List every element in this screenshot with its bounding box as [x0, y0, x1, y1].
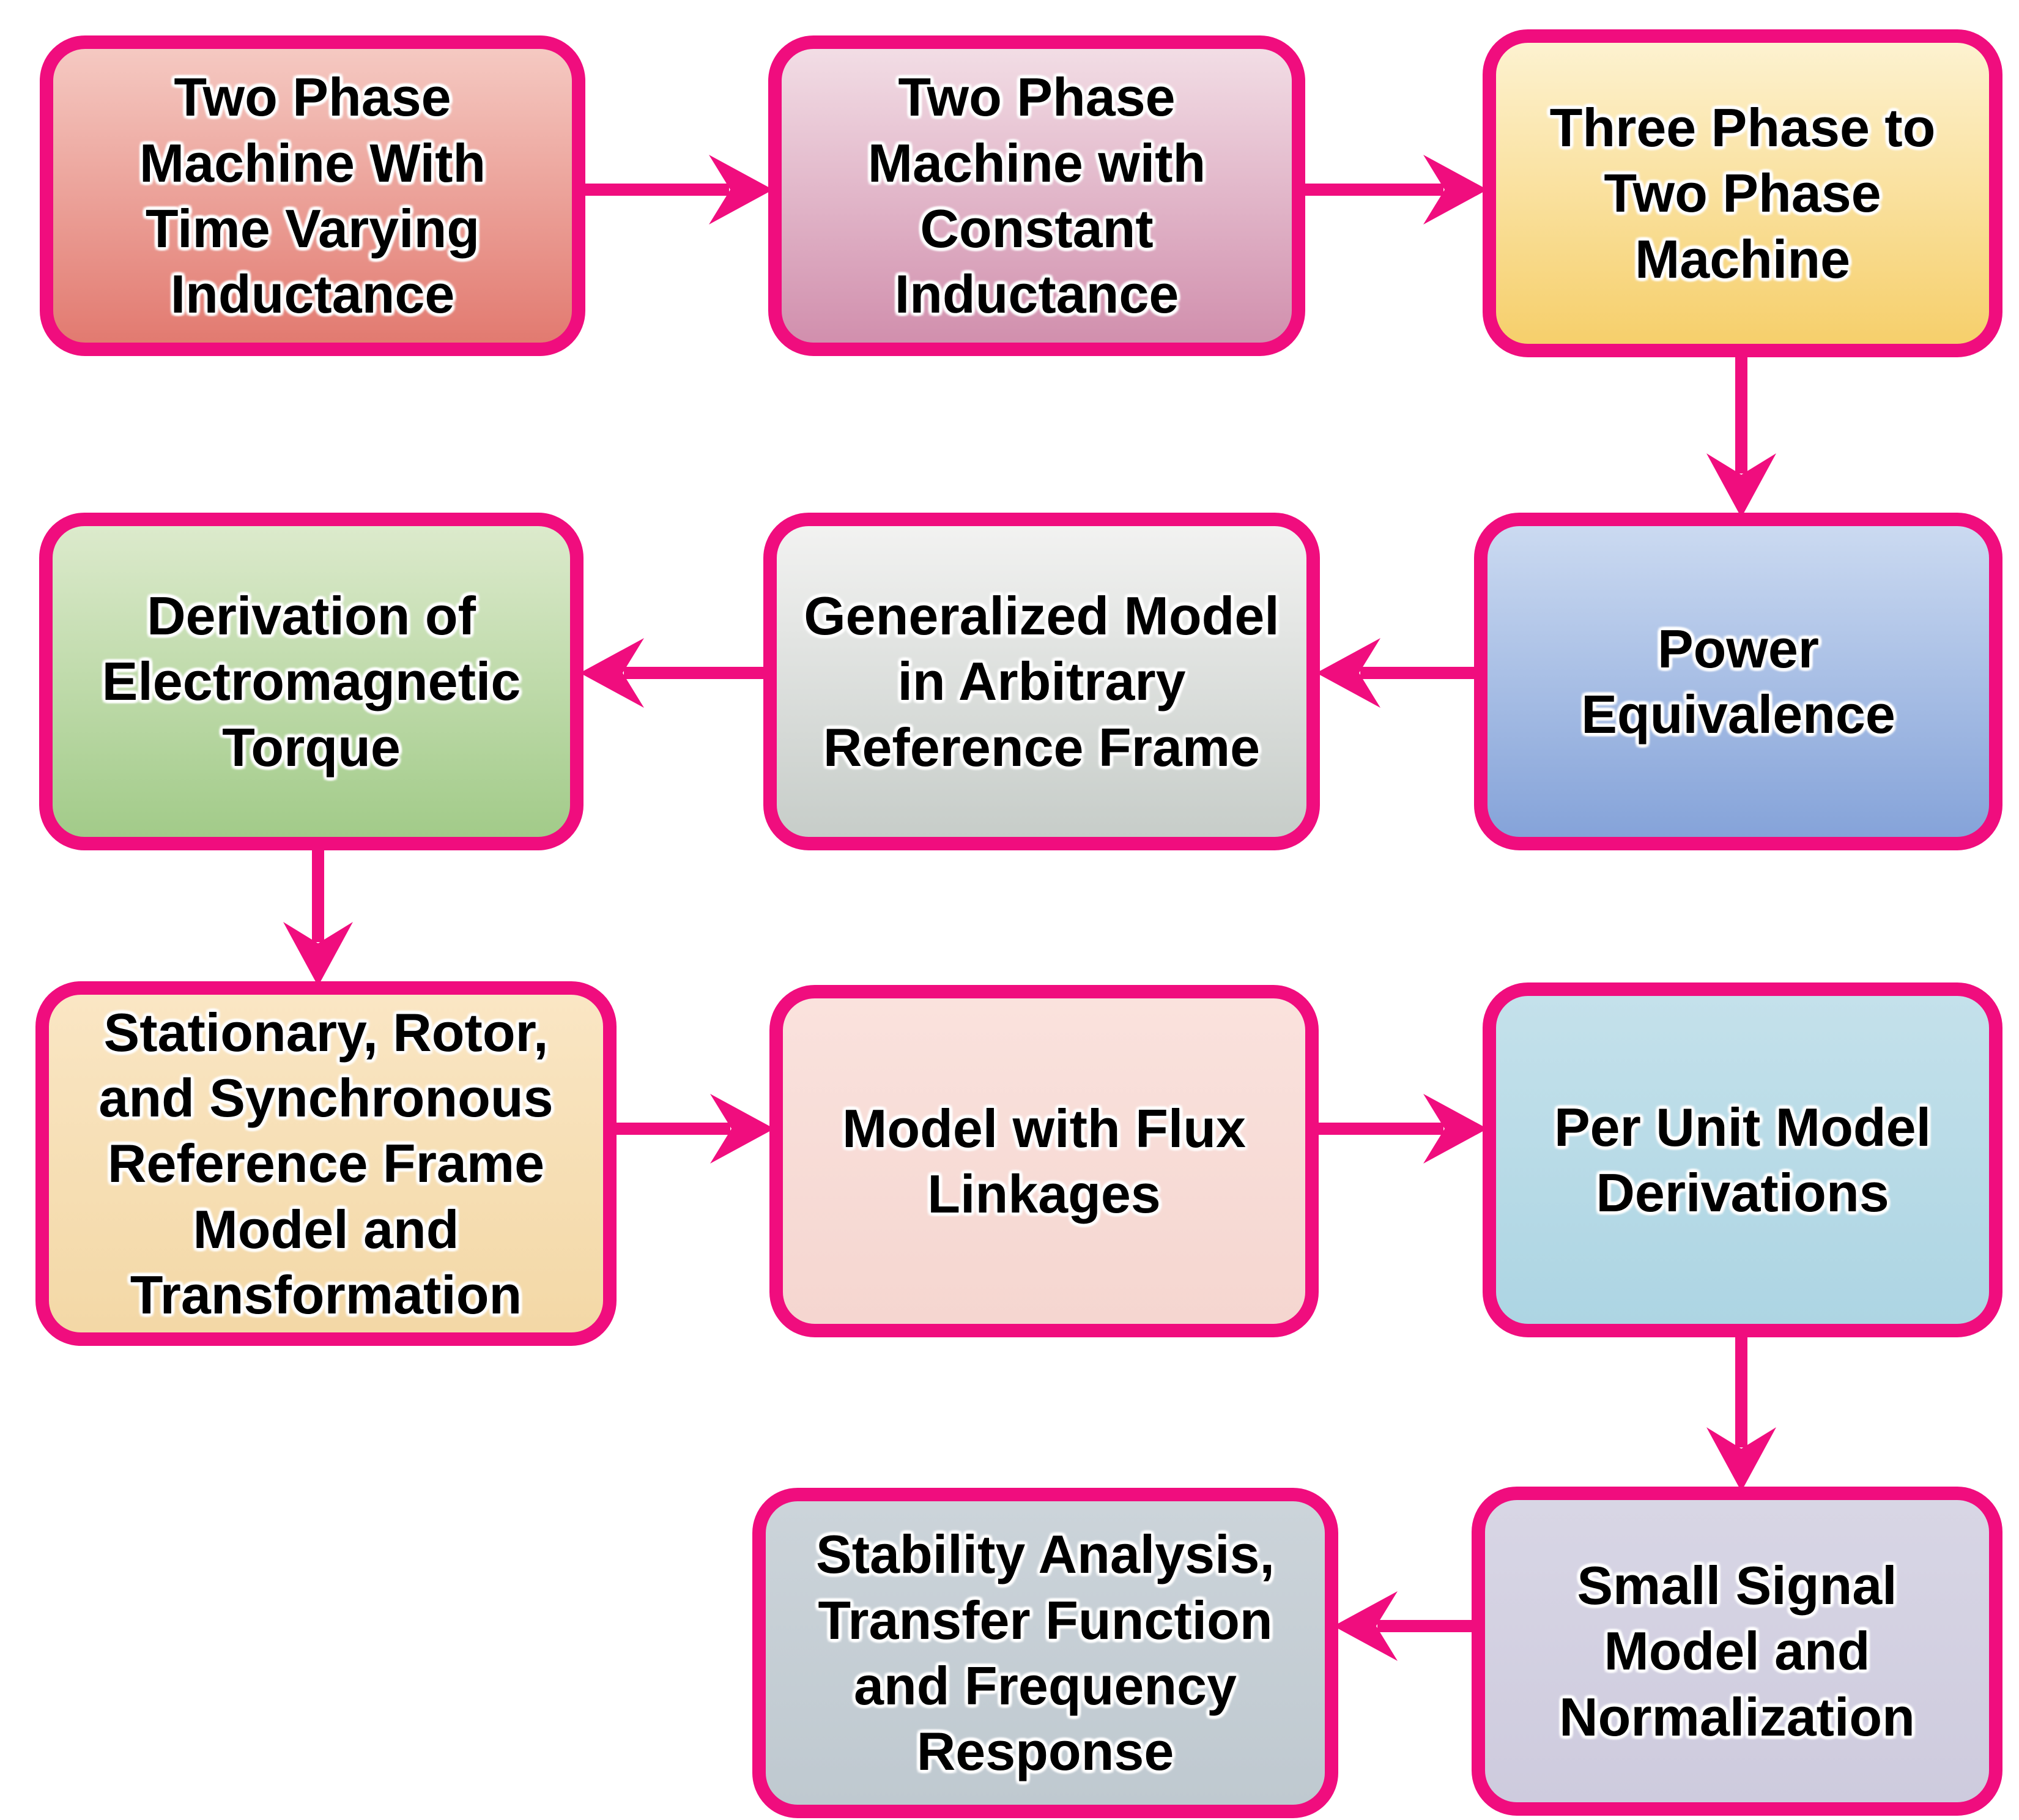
node-label: Three Phase to Two Phase Machine [1549, 97, 1936, 289]
edge-arrow-small-signal--stability-analysis [1333, 1591, 1475, 1661]
node-label: Power Equivalence [1581, 618, 1895, 745]
node-label: Per Unit Model Derivations [1554, 1096, 1932, 1223]
node-label: Derivation of Electromagnetic Torque [102, 585, 521, 778]
edge-arrow-two-phase-constant--three-to-two-phase [1302, 155, 1487, 225]
edge-arrow-per-unit-model--small-signal [1706, 1334, 1776, 1491]
node-derivation-torque: Derivation of Electromagnetic Torque [39, 513, 583, 850]
node-stationary-rotor-sync: Stationary, Rotor, and Synchronous Refer… [35, 981, 617, 1346]
node-two-phase-time-varying: Two Phase Machine With Time Varying Indu… [40, 35, 585, 356]
node-label: Stationary, Rotor, and Synchronous Refer… [98, 1001, 554, 1326]
node-label: Small Signal Model and Normalization [1559, 1554, 1915, 1747]
node-generalized-model: Generalized Model in Arbitrary Reference… [763, 513, 1320, 850]
node-label: Two Phase Machine With Time Varying Indu… [139, 67, 486, 325]
node-model-flux-linkages: Model with Flux Linkages [769, 985, 1319, 1337]
node-label: Two Phase Machine with Constant Inductan… [867, 67, 1206, 325]
edge-arrow-stationary-rotor-sync--model-flux-linkages [613, 1094, 774, 1164]
node-power-equivalence: Power Equivalence [1474, 513, 2002, 850]
edge-arrow-three-to-two-phase--power-equivalence [1706, 352, 1776, 518]
node-three-to-two-phase: Three Phase to Two Phase Machine [1483, 29, 2002, 357]
edge-arrow-two-phase-time-varying--two-phase-constant [581, 155, 773, 225]
edge-arrow-derivation-torque--stationary-rotor-sync [283, 847, 353, 986]
node-per-unit-model: Per Unit Model Derivations [1483, 982, 2002, 1337]
edge-arrow-generalized-model--derivation-torque [580, 638, 767, 708]
node-label: Stability Analysis, Transfer Function an… [816, 1524, 1275, 1782]
node-small-signal: Small Signal Model and Normalization [1472, 1487, 2002, 1816]
node-label: Model with Flux Linkages [842, 1098, 1246, 1224]
edge-arrow-power-equivalence--generalized-model [1316, 638, 1478, 708]
edge-arrow-model-flux-linkages--per-unit-model [1315, 1094, 1487, 1164]
node-stability-analysis: Stability Analysis, Transfer Function an… [752, 1488, 1338, 1818]
node-label: Generalized Model in Arbitrary Reference… [804, 585, 1280, 778]
node-two-phase-constant: Two Phase Machine with Constant Inductan… [768, 35, 1305, 356]
